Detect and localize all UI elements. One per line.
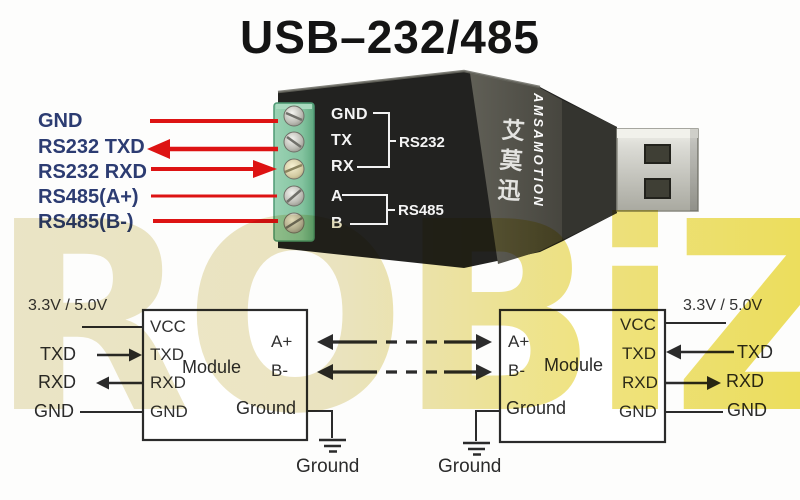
module-right-box <box>498 308 667 444</box>
device-pin-rx: RX <box>331 158 355 175</box>
device-pin-gnd: GND <box>331 106 369 123</box>
rs232-bracket <box>357 112 396 168</box>
terminal-screw <box>283 212 305 234</box>
arrowhead-left-icon <box>666 344 681 360</box>
device-facet-far <box>562 100 617 240</box>
device-group-rs232: RS232 <box>399 134 445 151</box>
arrowhead-left-icon <box>96 376 109 390</box>
module-left-rxd-ext: RXD <box>38 372 77 392</box>
terminal-screw <box>283 158 305 180</box>
device-brand-chinese: 艾莫迅 <box>492 117 526 209</box>
module-right-gnd-ext: GND <box>727 400 767 420</box>
arrowhead-right-icon <box>129 348 142 362</box>
module-left-ground-pin: Ground <box>236 398 297 418</box>
arrowhead-right-icon <box>253 160 277 178</box>
device-pin-a: A <box>331 188 344 205</box>
usb-slot <box>644 178 671 199</box>
device-group-rs485: RS485 <box>398 202 444 219</box>
red-wires <box>147 119 278 223</box>
pin-label-rs485-a: RS485(A+) <box>38 186 139 208</box>
device-brand: AMSAMOTION <box>531 93 546 209</box>
rs485-bracket <box>342 194 395 225</box>
module-left-a-pin: A+ <box>271 332 293 351</box>
pin-label-rs485-b: RS485(B-) <box>38 211 134 233</box>
ground-left <box>307 410 346 453</box>
device-pin-tx: TX <box>331 132 353 149</box>
module-right-vcc-pin: VCC <box>620 315 656 334</box>
module-right-gnd-pin: GND <box>619 402 657 421</box>
module-right-txd-pin: TXD <box>622 344 656 363</box>
arrowhead-right-icon <box>707 376 721 390</box>
module-left-b-pin: B- <box>271 361 288 380</box>
page-title: USB–232/485 <box>240 11 540 63</box>
terminal-screw <box>283 131 305 153</box>
module-right-a-pin: A+ <box>508 332 530 351</box>
module-left-box <box>141 308 309 442</box>
module-left-title: Module <box>182 357 242 377</box>
pin-label-rs232-txd: RS232 TXD <box>38 136 145 158</box>
module-left-gnd-ext: GND <box>34 401 74 421</box>
module-left-power-label: 3.3V / 5.0V <box>28 297 108 314</box>
usb-slot <box>644 144 671 164</box>
ground-right <box>463 410 500 456</box>
pin-label-rs232-rxd: RS232 RXD <box>38 161 147 183</box>
arrowhead-left-icon <box>317 334 333 350</box>
terminal-block <box>273 102 315 242</box>
module-left-gnd-pin: GND <box>150 402 188 421</box>
arrowhead-left-icon <box>317 364 333 380</box>
module-right-b-pin: B- <box>508 361 525 380</box>
arrowheads <box>96 334 721 390</box>
module-right-rxd-ext: RXD <box>726 371 765 391</box>
module-right-power-label: 3.3V / 5.0V <box>683 297 763 314</box>
module-right-txd-ext: TXD <box>737 342 773 362</box>
arrowhead-right-icon <box>476 364 492 380</box>
module-right-rxd-pin: RXD <box>622 373 658 392</box>
converter-device <box>273 69 699 268</box>
module-left-rxd-pin: RXD <box>150 373 186 392</box>
module-left-txd-pin: TXD <box>150 345 184 364</box>
module-left-txd-ext: TXD <box>40 344 76 364</box>
arrowhead-right-icon <box>476 334 492 350</box>
device-pin-b: B <box>331 215 344 232</box>
pin-label-gnd: GND <box>38 110 83 132</box>
usb-plug <box>616 128 699 212</box>
device-facet-mid <box>470 73 562 264</box>
arrowhead-left-icon <box>147 139 170 159</box>
ground-label-right: Ground <box>438 456 502 477</box>
module-wiring <box>80 308 734 456</box>
module-right-ground-pin: Ground <box>506 398 567 418</box>
terminal-screw <box>283 105 305 127</box>
module-left-vcc-pin: VCC <box>150 317 186 336</box>
terminal-screw <box>283 185 305 207</box>
ground-label-left: Ground <box>296 456 360 477</box>
module-right-title: Module <box>544 355 604 375</box>
device-top-edge <box>277 69 541 94</box>
